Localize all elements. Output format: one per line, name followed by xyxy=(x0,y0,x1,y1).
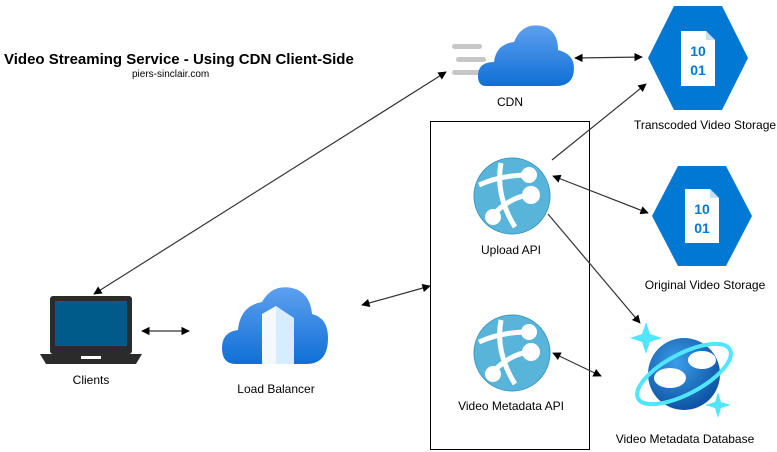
app-service-icon xyxy=(473,314,551,392)
clients-label: Clients xyxy=(72,373,110,387)
blob-storage-icon: 10 01 xyxy=(648,6,748,110)
transcoded-storage-node: 10 01 xyxy=(648,6,748,115)
original-storage-label: Original Video Storage xyxy=(644,278,766,292)
laptop-icon xyxy=(40,296,142,364)
cdn-label: CDN xyxy=(497,95,523,109)
load-balancer-icon xyxy=(222,287,328,364)
cosmos-db-icon xyxy=(630,322,733,418)
metadata-db-node xyxy=(628,322,740,431)
transcoded-storage-label: Transcoded Video Storage xyxy=(633,118,777,132)
load-balancer-node xyxy=(222,284,328,373)
edge-clients-cdn xyxy=(93,71,447,295)
upload-api-node xyxy=(471,155,553,242)
cdn-cloud-icon xyxy=(452,25,574,86)
edge-upload-transcoded xyxy=(551,83,647,161)
storage-icon-text-bottom: 01 xyxy=(690,62,706,78)
diagram-title: Video Streaming Service - Using CDN Clie… xyxy=(4,51,354,68)
storage-icon-text-top: 10 xyxy=(694,201,710,217)
edge-upload-original xyxy=(552,174,649,215)
app-service-icon xyxy=(473,157,551,235)
load-balancer-label: Load Balancer xyxy=(237,382,315,396)
original-storage-node: 10 01 xyxy=(652,166,752,271)
metadata-db-label: Video Metadata Database xyxy=(615,432,755,446)
clients-node xyxy=(40,296,142,371)
edge-lb-apis xyxy=(361,283,431,308)
edge-upload-database xyxy=(547,213,641,324)
edge-metadata-database xyxy=(552,352,602,377)
upload-api-label: Upload API xyxy=(480,243,542,257)
edge-cdn-transcoded xyxy=(574,52,643,63)
blob-storage-icon: 10 01 xyxy=(652,166,752,266)
metadata-api-label: Video Metadata API xyxy=(458,399,564,413)
storage-icon-text-top: 10 xyxy=(690,43,706,59)
metadata-api-node xyxy=(471,312,553,399)
storage-icon-text-bottom: 01 xyxy=(694,220,710,236)
cdn-node xyxy=(452,22,578,97)
